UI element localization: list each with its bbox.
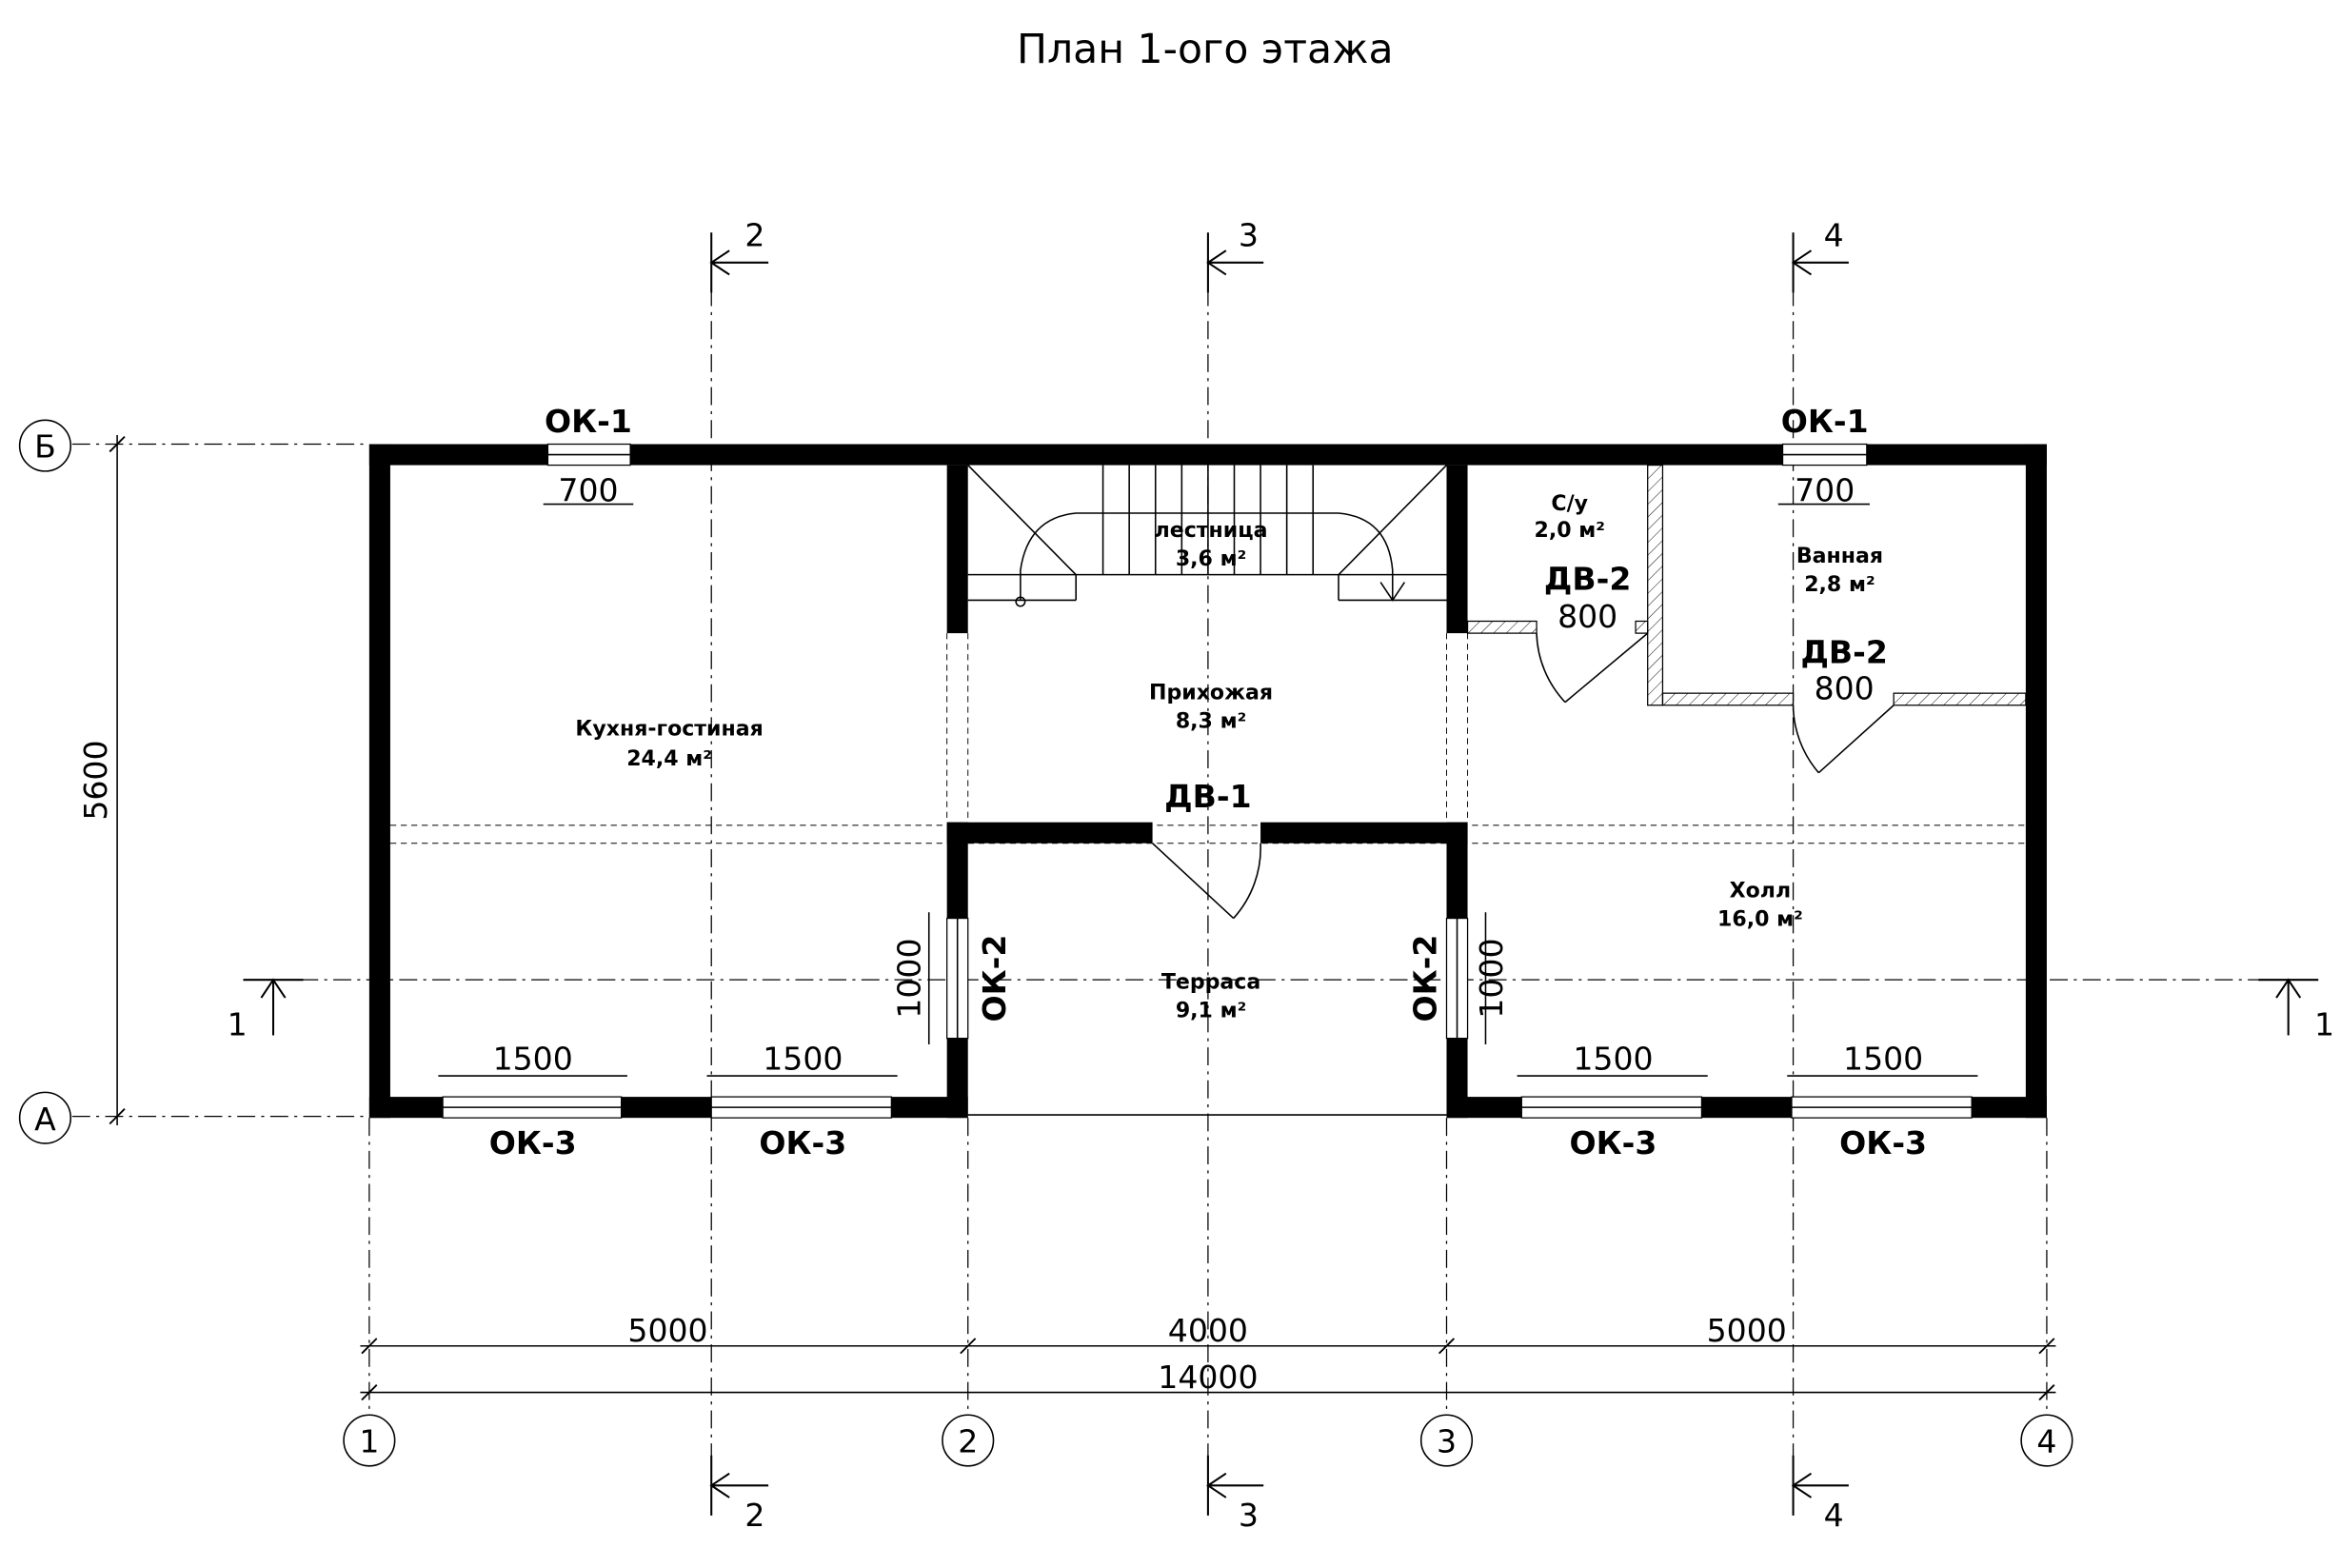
- svg-text:ДВ-2: ДВ-2: [1800, 634, 1887, 671]
- svg-text:4: 4: [1824, 216, 1844, 253]
- svg-text:4: 4: [1824, 1497, 1844, 1534]
- svg-text:ДВ-2: ДВ-2: [1544, 560, 1631, 597]
- svg-text:5000: 5000: [1707, 1312, 1787, 1349]
- room-area: 3,6 м²: [1176, 547, 1246, 571]
- svg-text:2: 2: [744, 216, 764, 253]
- svg-text:ДВ-1: ДВ-1: [1164, 778, 1251, 815]
- staircase: [967, 465, 1448, 607]
- svg-text:2: 2: [744, 1497, 764, 1534]
- room-name: Терраса: [1161, 971, 1260, 995]
- svg-text:14000: 14000: [1158, 1359, 1258, 1396]
- room-name: Прихожая: [1149, 681, 1273, 705]
- room-name: лестница: [1155, 519, 1268, 543]
- svg-text:ОК-3: ОК-3: [489, 1124, 577, 1161]
- section-markers: [243, 232, 2319, 1516]
- svg-text:2: 2: [958, 1423, 978, 1460]
- svg-text:ОК-2: ОК-2: [1406, 935, 1443, 1022]
- svg-text:1000: 1000: [890, 939, 927, 1019]
- svg-text:1500: 1500: [1573, 1041, 1653, 1078]
- svg-text:ОК-3: ОК-3: [759, 1124, 846, 1161]
- svg-text:ОК-3: ОК-3: [1569, 1124, 1657, 1161]
- svg-text:4: 4: [2036, 1423, 2056, 1460]
- exterior-walls: [368, 444, 2047, 1119]
- windows: [442, 443, 1973, 1119]
- room-area: 24,4 м²: [626, 747, 712, 771]
- svg-text:1: 1: [228, 1005, 248, 1042]
- svg-text:1500: 1500: [1843, 1041, 1923, 1078]
- svg-text:800: 800: [1557, 598, 1617, 635]
- room-area: 2,8 м²: [1804, 573, 1875, 597]
- section-labels: 2 3 4 2 3 4 1 1: [228, 216, 2334, 1533]
- svg-text:1: 1: [2314, 1005, 2334, 1042]
- room-labels: Кухня-гостиная 24,4 м² лестница 3,6 м² П…: [575, 492, 1883, 1023]
- svg-text:700: 700: [1795, 471, 1855, 508]
- dimensions: 5000 4000 5000 14000 5600: [77, 435, 2056, 1401]
- svg-text:ОК-2: ОК-2: [976, 935, 1013, 1022]
- svg-text:ОК-3: ОК-3: [1839, 1124, 1927, 1161]
- room-area: 8,3 м²: [1176, 709, 1246, 733]
- svg-text:800: 800: [1815, 669, 1875, 706]
- svg-text:3: 3: [1239, 1497, 1259, 1534]
- svg-text:3: 3: [1239, 216, 1259, 253]
- svg-text:1: 1: [359, 1423, 379, 1460]
- svg-text:1500: 1500: [763, 1041, 843, 1078]
- svg-text:5600: 5600: [77, 740, 114, 820]
- room-area: 2,0 м²: [1535, 519, 1605, 543]
- svg-text:3: 3: [1437, 1423, 1457, 1460]
- svg-text:Б: Б: [34, 428, 56, 466]
- axis-markers: 1 2 3 4 Б А: [18, 419, 2073, 1467]
- svg-text:1500: 1500: [493, 1041, 573, 1078]
- room-name: Холл: [1730, 879, 1791, 903]
- svg-text:4000: 4000: [1168, 1312, 1248, 1349]
- svg-text:5000: 5000: [627, 1312, 707, 1349]
- doors: [1152, 632, 1895, 920]
- room-name: Кухня-гостиная: [575, 717, 763, 741]
- svg-text:А: А: [34, 1101, 56, 1138]
- svg-text:ОК-1: ОК-1: [1781, 403, 1869, 440]
- room-area: 16,0 м²: [1717, 907, 1803, 931]
- plan-title: План 1-ого этажа: [1017, 27, 1394, 73]
- svg-text:ОК-1: ОК-1: [545, 403, 632, 440]
- room-name: С/у: [1551, 492, 1588, 516]
- partitions: [1466, 464, 2027, 706]
- grid-axes: [71, 254, 2259, 1486]
- room-name: Ванная: [1796, 545, 1883, 568]
- svg-text:700: 700: [558, 471, 618, 508]
- svg-text:1000: 1000: [1473, 939, 1510, 1019]
- opening-marks: ОК-1 ОК-1 700 700 ДВ-1 ДВ-2 800 ДВ-2 800…: [438, 403, 1978, 1161]
- room-area: 9,1 м²: [1176, 1000, 1246, 1023]
